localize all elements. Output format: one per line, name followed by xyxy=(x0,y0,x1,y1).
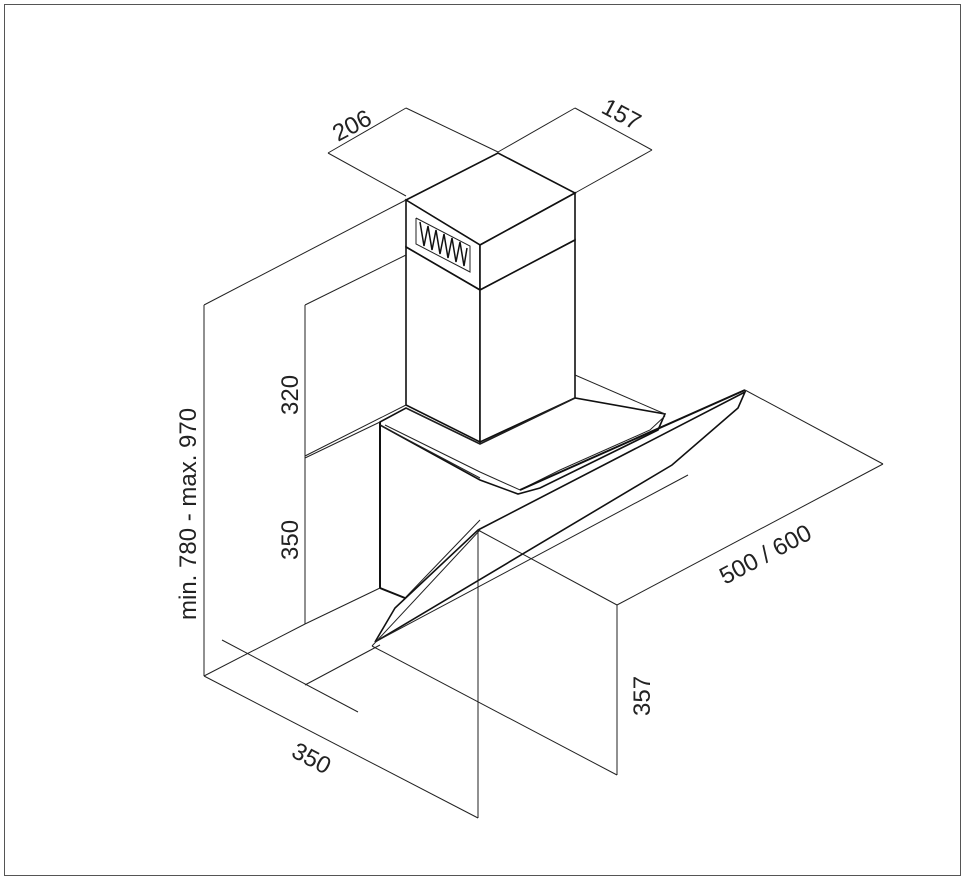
dim-glass-height: 357 xyxy=(629,676,656,716)
hood-body xyxy=(379,374,667,599)
dim-depth: 350 xyxy=(287,737,335,780)
depth-dimension-lines xyxy=(203,623,479,819)
vertical-dimension-lines xyxy=(203,199,407,676)
dim-chimney-width: 206 xyxy=(328,105,376,148)
width-dimension-lines xyxy=(616,389,884,606)
projection-lines xyxy=(221,529,618,818)
dim-body-height: 350 xyxy=(277,520,304,560)
top-dimension-lines xyxy=(327,107,653,197)
dim-chimney-height: 320 xyxy=(277,375,304,415)
dim-width: 500 / 600 xyxy=(715,519,816,590)
dim-total-height: min. 780 - max. 970 xyxy=(175,408,202,620)
dim-chimney-depth: 157 xyxy=(597,93,645,136)
chimney xyxy=(404,152,577,444)
glass-panel xyxy=(371,389,747,647)
vent-grille-icon xyxy=(415,217,471,273)
